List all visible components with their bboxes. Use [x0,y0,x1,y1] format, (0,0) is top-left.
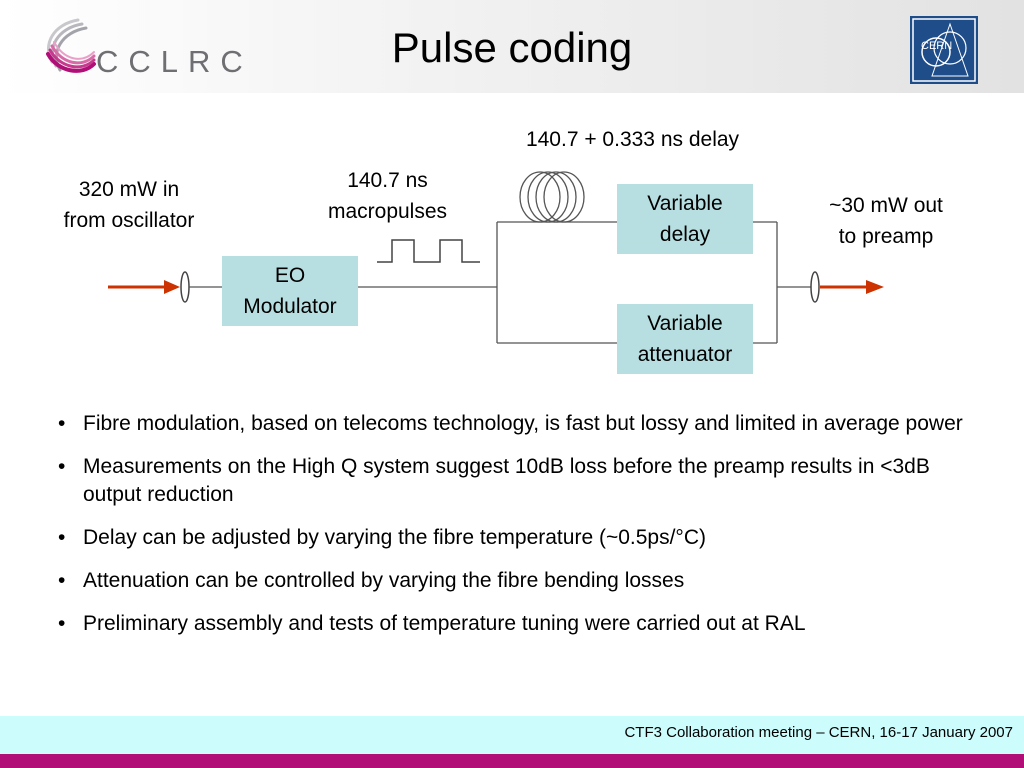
pulse-coding-diagram [108,171,884,344]
bullet-item: Attenuation can be controlled by varying… [58,567,978,595]
cclrc-logo-text: CCLRC [96,44,253,79]
output-connector-icon [810,271,820,303]
fibre-coil-icon [519,171,585,223]
variable-attenuator-box: Variable attenuator [617,304,753,374]
footer-text: CTF3 Collaboration meeting – CERN, 16-17… [624,724,1013,741]
variable-delay-box: Variable delay [617,184,753,254]
cern-logo-icon [910,16,978,84]
footer-band [0,716,1024,754]
bullet-item: Delay can be adjusted by varying the fib… [58,524,978,552]
bullet-list: Fibre modulation, based on telecoms tech… [58,410,978,653]
eo-modulator-box: EO Modulator [222,256,358,326]
bullet-item: Fibre modulation, based on telecoms tech… [58,410,978,438]
cclrc-logo-icon [46,18,96,73]
pulse-train-icon [377,239,480,263]
input-connector-icon [180,271,190,303]
cern-logo-text: CERN [921,40,953,52]
output-label: ~30 mW out to preamp [829,194,943,248]
page-title: Pulse coding [391,24,633,71]
footer-bar [0,754,1024,768]
bullet-item: Measurements on the High Q system sugges… [58,453,978,509]
input-label: 320 mW in from oscillator [63,178,195,232]
bullet-item: Preliminary assembly and tests of temper… [58,610,978,638]
input-arrowhead [164,280,180,294]
output-arrowhead [866,280,884,294]
pulse-label: 140.7 ns macropulses [327,169,448,223]
delay-label: 140.7 + 0.333 ns delay [525,128,740,151]
slide-header [0,0,1024,93]
